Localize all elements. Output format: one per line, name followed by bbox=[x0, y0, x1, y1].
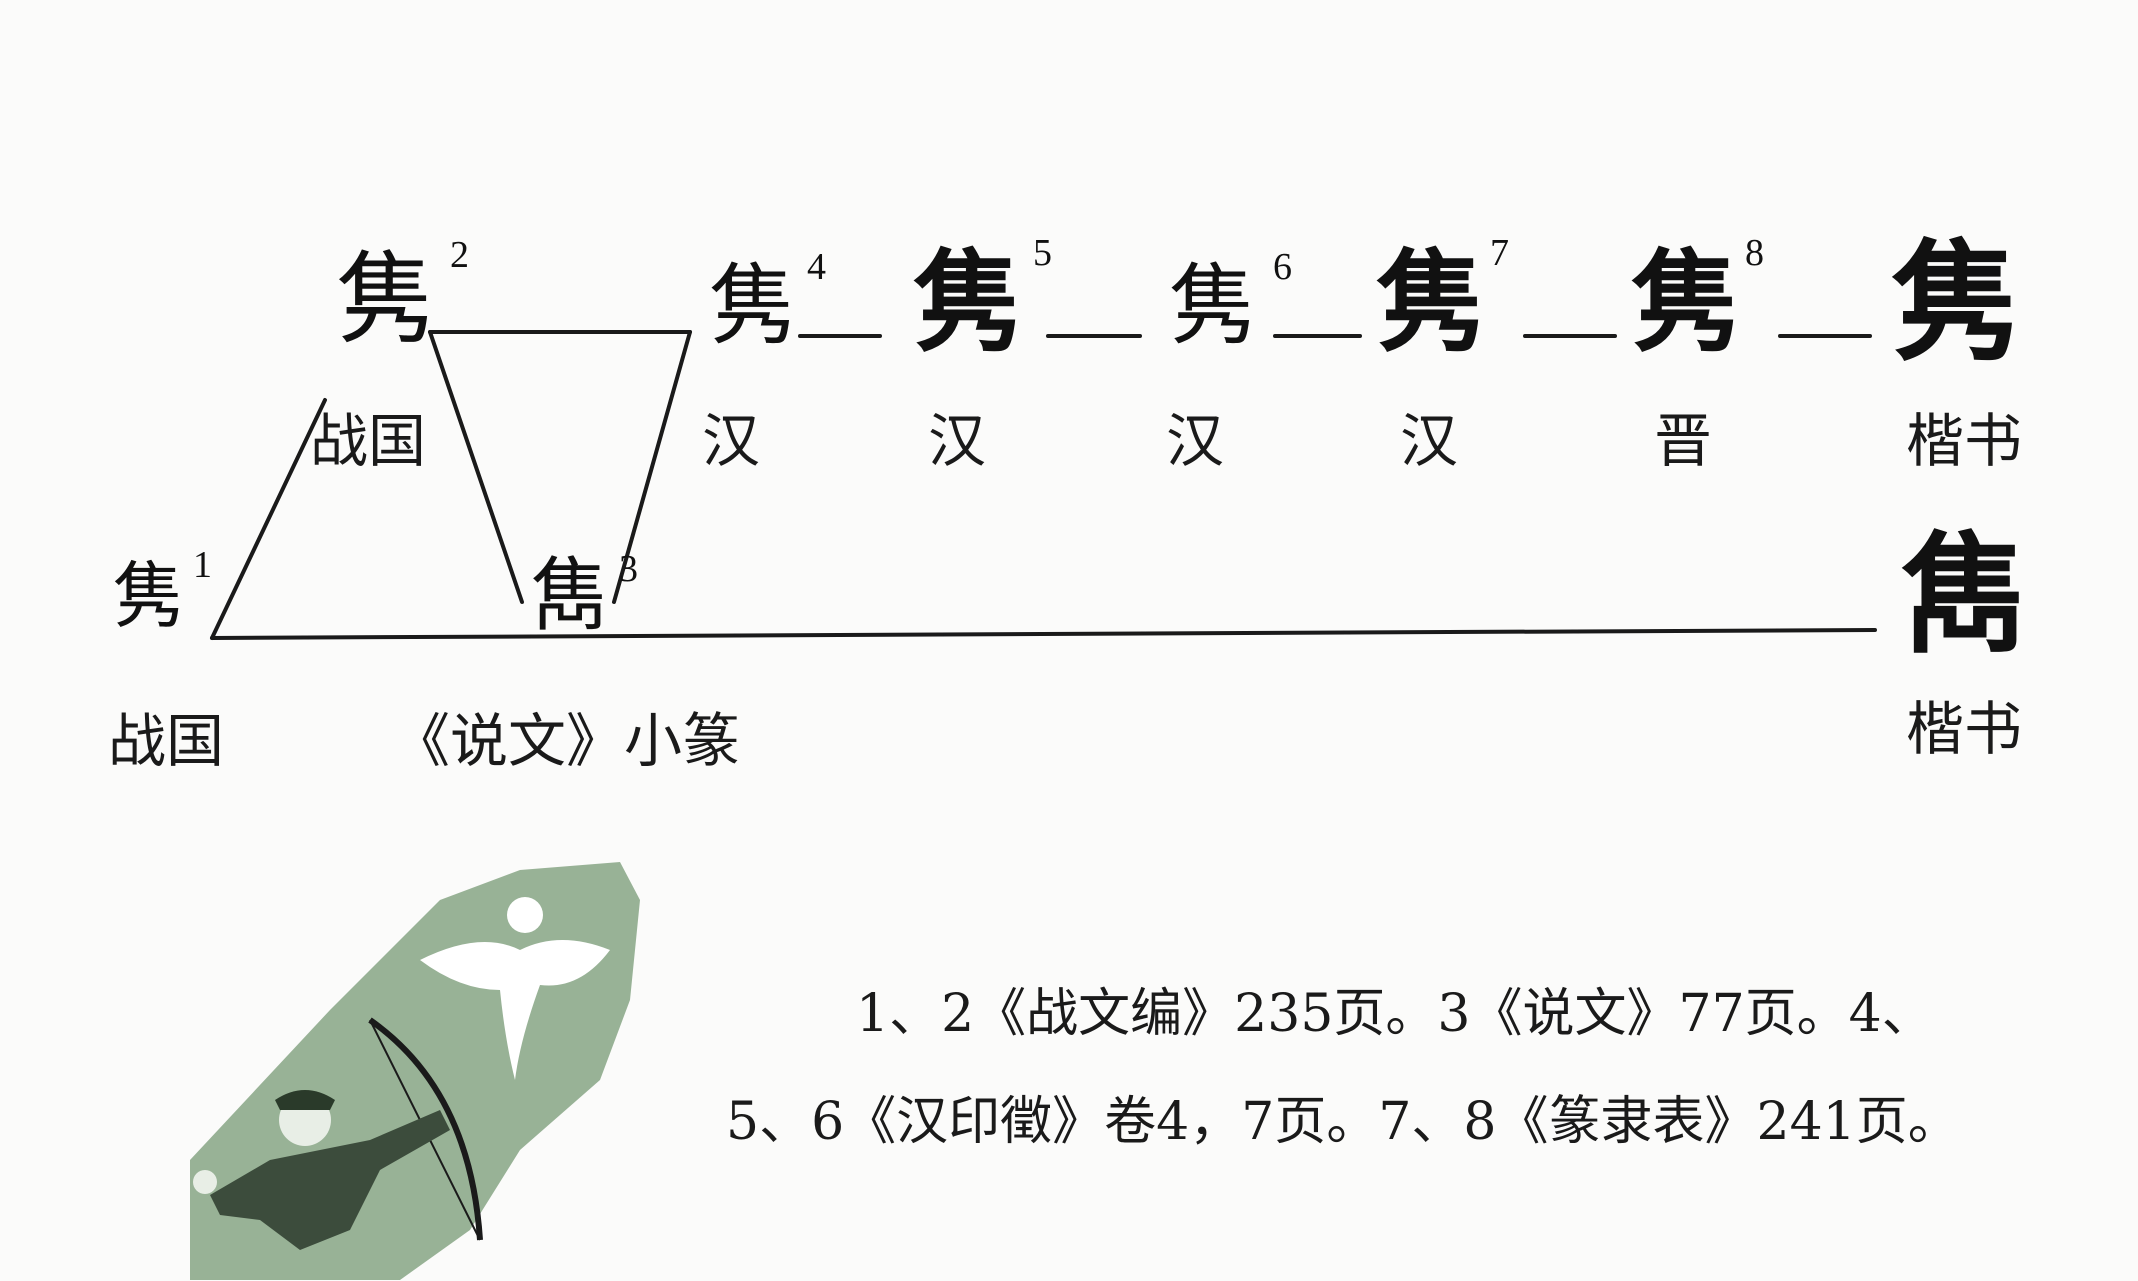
bottom-line bbox=[210, 628, 1877, 640]
edge-4-3 bbox=[612, 330, 692, 604]
glyph-3-char: 雋 bbox=[530, 549, 610, 642]
label-8: 晋 bbox=[1654, 407, 1713, 475]
label-4: 汉 bbox=[702, 407, 761, 475]
glyph-kaishu-1: 隽 bbox=[1890, 238, 2020, 368]
glyph-7-num: 7 bbox=[1490, 232, 1509, 274]
glyph-4-char: 隽 bbox=[708, 254, 797, 357]
glyph-5-char: 隽 bbox=[912, 238, 1022, 367]
label-kaishu-1: 楷书 bbox=[1906, 407, 2023, 475]
label-1: 战国 bbox=[108, 707, 225, 775]
glyph-1-num: 1 bbox=[193, 544, 213, 586]
label-3: 《说文》小篆 bbox=[392, 707, 741, 775]
glyph-6-char: 隽 bbox=[1168, 254, 1257, 357]
glyph-6-num: 6 bbox=[1273, 246, 1293, 288]
label-kaishu-2: 楷书 bbox=[1906, 695, 2023, 763]
glyph-7-char: 隽 bbox=[1375, 238, 1485, 367]
archer-shooting-bird-icon bbox=[190, 862, 640, 1280]
glyph-kaishu-2-char: 雋 bbox=[1900, 518, 2031, 671]
glyph-kaishu-2: 雋 bbox=[1900, 530, 2030, 660]
glyph-2-num: 2 bbox=[450, 234, 469, 276]
edge-2-3 bbox=[428, 330, 524, 604]
edge-1-2 bbox=[210, 398, 327, 640]
label-5: 汉 bbox=[928, 407, 987, 475]
glyph-4-num: 4 bbox=[807, 246, 827, 288]
glyph-8-num: 8 bbox=[1745, 232, 1764, 274]
caption-line-2: 5、6《汉印徵》卷4，7页。7、8《篆隶表》241页。 bbox=[726, 1092, 1960, 1152]
label-6: 汉 bbox=[1166, 407, 1225, 475]
glyph-kaishu-1-char: 隽 bbox=[1890, 226, 2021, 379]
caption-line-1: 1、2《战文编》235页。3《说文》77页。4、 bbox=[856, 984, 1934, 1044]
glyph-1-char: 隽 bbox=[112, 554, 185, 638]
label-2: 战国 bbox=[310, 407, 427, 475]
glyph-2-char: 隽 bbox=[335, 241, 435, 358]
glyph-5-num: 5 bbox=[1033, 232, 1052, 274]
glyph-8-char: 隽 bbox=[1630, 238, 1740, 367]
glyph-3-num: 3 bbox=[619, 548, 638, 590]
label-7: 汉 bbox=[1400, 407, 1459, 475]
